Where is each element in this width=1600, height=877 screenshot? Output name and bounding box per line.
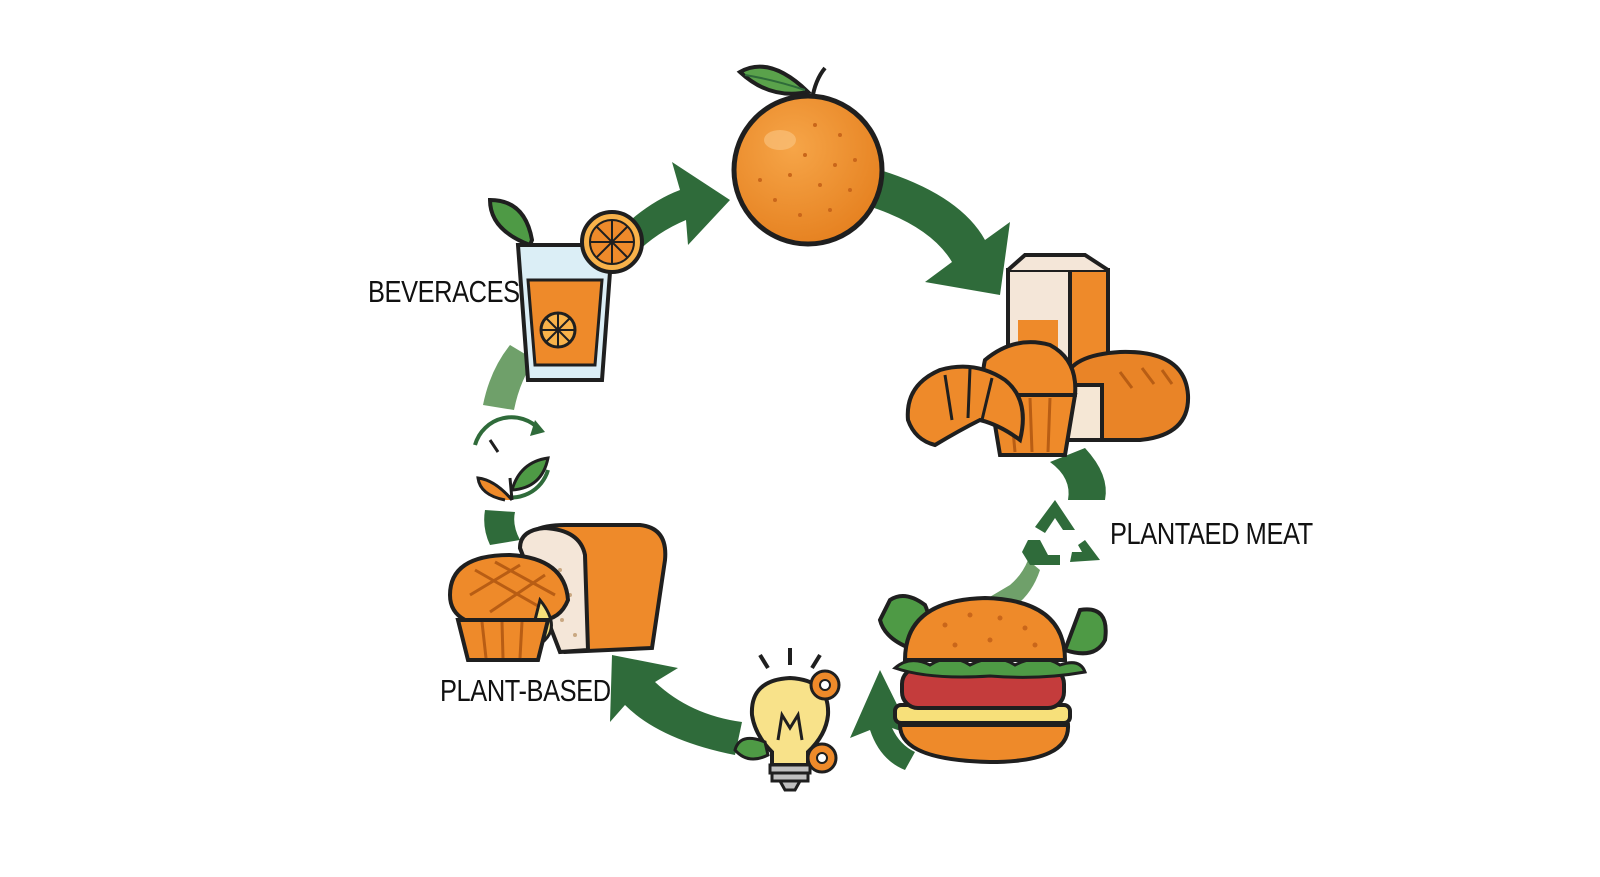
dairy-bakery-icon	[905, 253, 1191, 457]
arrow-bakery-to-recycle	[1050, 448, 1106, 500]
juice-glass-icon	[487, 197, 644, 382]
sprout-cycle-icon	[473, 415, 550, 502]
recycle-icon	[1022, 500, 1100, 565]
orange-icon	[731, 64, 885, 247]
label-plant-based: PLANT-BASED	[440, 673, 611, 708]
arrow-burger-to-bulb	[850, 670, 915, 770]
lightbulb-gears-icon	[733, 648, 841, 792]
label-beverages: BEVERACES	[368, 274, 520, 309]
label-plant-meat: PLANTAED MEAT	[1110, 516, 1313, 551]
arrow-bulb-to-bread	[610, 655, 742, 755]
arrow-orange-to-bakery	[865, 170, 1010, 295]
bread-muffin-icon	[447, 523, 668, 662]
arrow-bread-to-sprout	[484, 510, 520, 545]
arrow-sprout-to-beverages	[483, 345, 535, 410]
burger-icon	[877, 594, 1108, 765]
